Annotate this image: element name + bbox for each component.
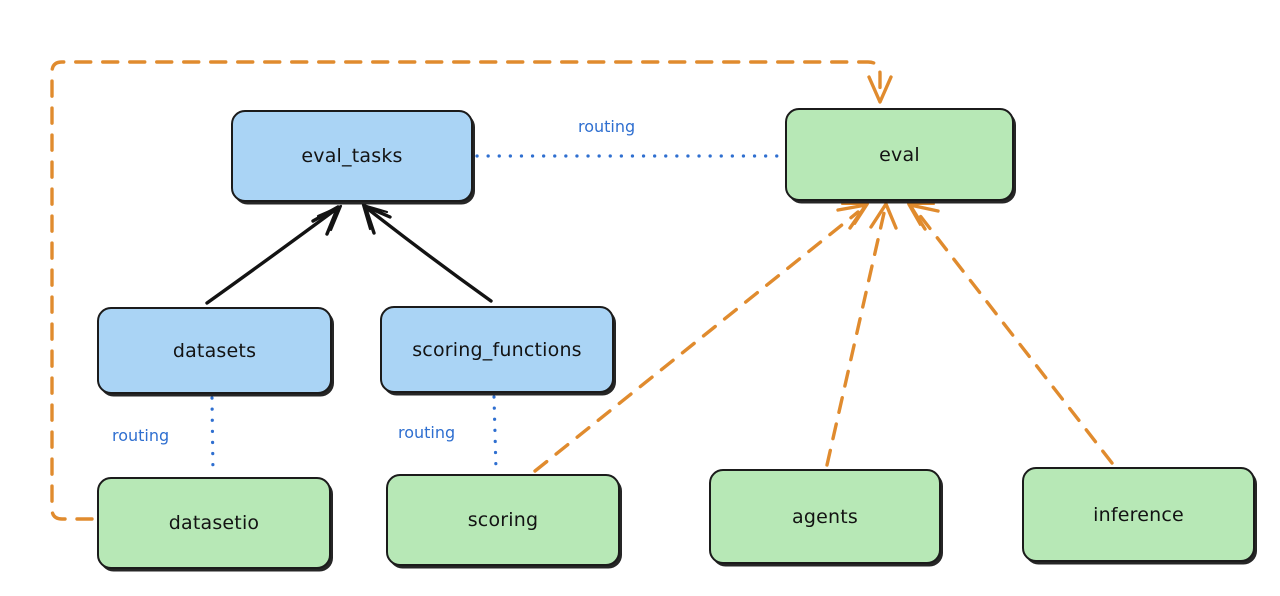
- edge-agents-to-eval: [825, 202, 898, 467]
- node-scoring[interactable]: scoring: [386, 474, 620, 566]
- node-agents[interactable]: agents: [709, 469, 941, 564]
- edge-label-routing-eval: routing: [578, 117, 636, 136]
- edge-inference-to-eval: [907, 203, 1114, 465]
- node-label: datasets: [172, 339, 257, 362]
- node-label: agents: [792, 505, 858, 528]
- node-datasets[interactable]: datasets: [97, 307, 332, 394]
- node-eval[interactable]: eval: [785, 108, 1014, 201]
- edge-label-routing-datasets: routing: [112, 426, 170, 445]
- node-inference[interactable]: inference: [1022, 467, 1255, 562]
- edge-scoring-functions-to-eval-tasks: [361, 203, 493, 303]
- node-label: scoring_functions: [412, 338, 582, 361]
- node-datasetio[interactable]: datasetio: [97, 477, 331, 569]
- node-label: datasetio: [168, 512, 260, 534]
- node-scoring-functions[interactable]: scoring_functions: [380, 306, 614, 393]
- edge-datasets-to-datasetio: [210, 396, 215, 475]
- node-label: eval_tasks: [301, 145, 403, 167]
- node-label: eval: [879, 143, 920, 166]
- edge-scoring-functions-to-scoring: [492, 395, 498, 472]
- node-label: inference: [1093, 503, 1184, 526]
- node-label: scoring: [467, 509, 539, 531]
- edge-label-routing-scoring: routing: [398, 423, 456, 442]
- edge-datasets-to-eval-tasks: [205, 204, 343, 305]
- node-eval-tasks[interactable]: eval_tasks: [231, 110, 473, 202]
